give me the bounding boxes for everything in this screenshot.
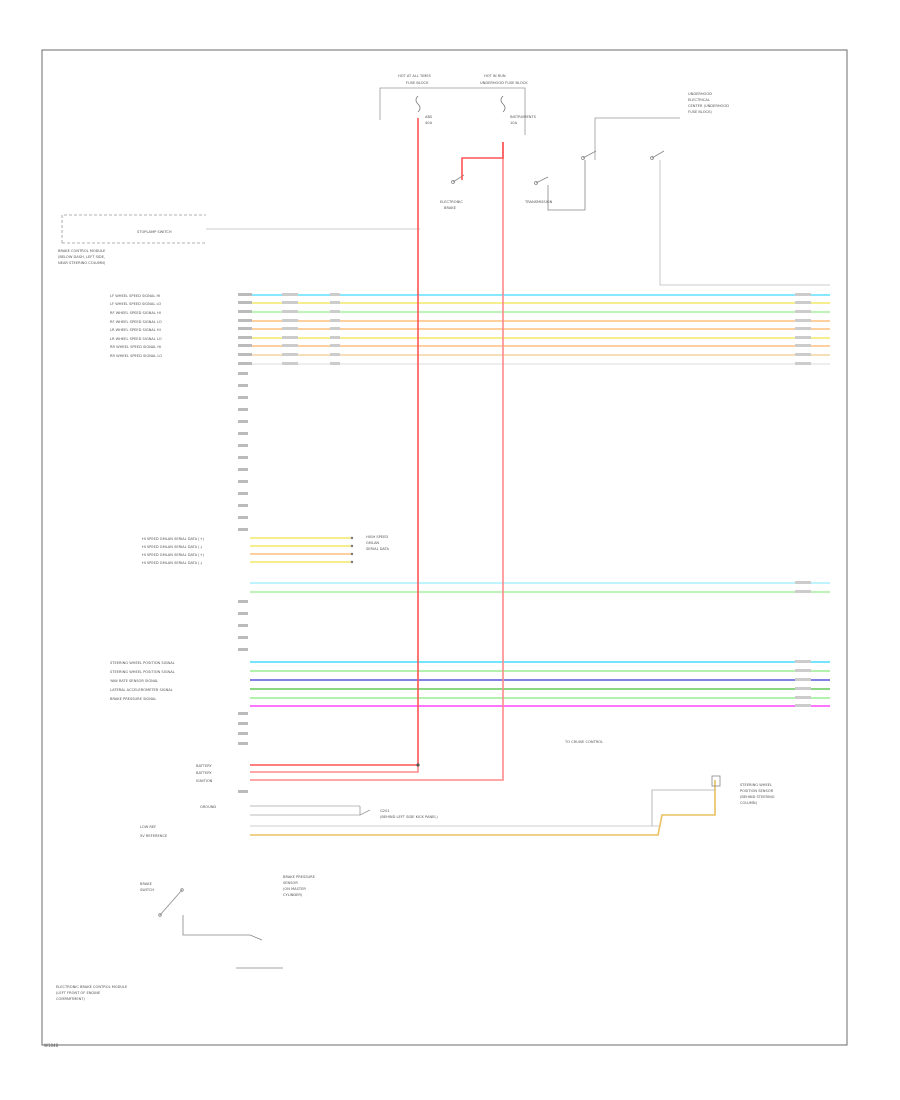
pin-number-column (238, 293, 252, 793)
fuse-section: HOT AT ALL TIMES FUSE BLOCK HOT IN RUN U… (379, 74, 729, 211)
pin-label: BATTERY (196, 771, 213, 775)
stoplamp-switch: STOPLAMP SWITCH (61, 214, 420, 244)
pin-label: LATERAL ACCELEROMETER SIGNAL (110, 688, 173, 692)
pin-label: LF WHEEL SPEED SIGNAL HI (110, 294, 160, 298)
pin-label: IGNITION (196, 779, 213, 783)
pressure-label-1: BRAKE PRESSURE (283, 875, 316, 879)
pin-labels-gmlan: HI SPEED GMLAN SERIAL DATA (+) HI SPEED … (142, 537, 205, 565)
pin-label: RR WHEEL SPEED SIGNAL LO (110, 354, 162, 358)
trans-label: TRANSMISSION (524, 200, 553, 204)
sensor-wires (250, 660, 830, 707)
switch-label-2: SWITCH (140, 888, 154, 892)
module-label-2: (BELOW DASH, LEFT SIDE, (58, 255, 105, 259)
module-label-3: NEAR STEERING COLUMN) (58, 261, 106, 265)
power-wires (250, 118, 504, 781)
page-code: W1048 (44, 1043, 59, 1048)
pressure-label-4: CYLINDER) (283, 893, 303, 897)
pressure-label-2: SENSOR (283, 881, 298, 885)
brake-switch (158, 888, 283, 969)
bottom-label-2: (LEFT FRONT OF ENGINE (56, 991, 101, 995)
sensor-label-1: STEERING WHEEL (740, 783, 772, 787)
pin-label: RF WHEEL SPEED SIGNAL LO (110, 320, 162, 324)
fuse-right-header: HOT IN RUN (484, 74, 506, 78)
sensor-label-4: COLUMN) (740, 801, 758, 805)
relay-label-2: BRAKE (444, 206, 457, 210)
diagram-frame (41, 49, 848, 1046)
gray-wire-right (659, 160, 830, 286)
gmlan-label-1: HIGH SPEED (366, 535, 388, 539)
wheel-speed-wires (250, 294, 830, 365)
fuse-right-box: UNDERHOOD FUSE BLOCK (480, 81, 528, 85)
bottom-label-3: COMPARTMENT) (56, 997, 86, 1001)
fuse-left-icon (415, 95, 421, 113)
pin-labels-upper: LF WHEEL SPEED SIGNAL HI LF WHEEL SPEED … (110, 294, 162, 358)
pin-label: HI SPEED GMLAN SERIAL DATA (-) (142, 545, 203, 549)
fuse-left-box: FUSE BLOCK (406, 81, 429, 85)
pin-label: LF WHEEL SPEED SIGNAL LO (110, 302, 161, 306)
ground-label-1: G201 (380, 809, 390, 813)
pin-label: STEERING WHEEL POSITION SIGNAL (110, 661, 175, 665)
underhood-label-1: UNDERHOOD (688, 92, 712, 96)
pin-label: GROUND (200, 805, 216, 809)
underhood-label-3: CENTER (UNDERHOOD (688, 104, 729, 108)
module-label-1: BRAKE CONTROL MODULE (58, 249, 106, 253)
switch-label-1: BRAKE (140, 882, 153, 886)
pin-label: YAW RATE SENSOR SIGNAL (110, 679, 158, 683)
pin-label: 5V REFERENCE (140, 834, 168, 838)
pin-label: LOW REF (140, 825, 156, 829)
underhood-label-4: FUSE BLOCK) (688, 110, 712, 114)
gmlan-label-3: SERIAL DATA (366, 547, 390, 551)
pin-label: RR WHEEL SPEED SIGNAL HI (110, 345, 161, 349)
fuse-left-name: ABS (425, 115, 433, 119)
fuse-left-header: HOT AT ALL TIMES (398, 74, 432, 78)
fuse-right-name: INSTRUMENTS (510, 115, 537, 119)
sensor-label-3: (BEHIND STEERING (740, 795, 775, 799)
pin-label: LR WHEEL SPEED SIGNAL LO (110, 337, 162, 341)
pin-labels-sensor: STEERING WHEEL POSITION SIGNAL STEERING … (110, 661, 175, 701)
relay-switch-symbols (451, 150, 665, 211)
bottom-label-1: ELECTRONIC BRAKE CONTROL MODULE (56, 985, 128, 989)
pin-label: HI SPEED GMLAN SERIAL DATA (+) (142, 553, 205, 557)
pin-labels-power: BATTERY BATTERY IGNITION (196, 764, 213, 783)
fuse-right-icon (500, 95, 506, 113)
fuse-right-rating: 10A (510, 121, 518, 125)
relay-label: ELECTRONIC (440, 200, 463, 204)
gmlan-label-2: GMLAN (366, 541, 379, 545)
underhood-label-2: ELECTRICAL (688, 98, 710, 102)
ground-wires (250, 775, 721, 836)
circuit-id-blocks-upper (282, 293, 811, 365)
fuse-left-rating: 40A (425, 121, 433, 125)
cruise-label: TO CRUISE CONTROL (564, 740, 603, 744)
pin-label: RF WHEEL SPEED SIGNAL HI (110, 311, 161, 315)
pin-label: LR WHEEL SPEED SIGNAL HI (110, 328, 161, 332)
mid-wires (250, 581, 830, 593)
pin-label: HI SPEED GMLAN SERIAL DATA (-) (142, 561, 203, 565)
gmlan-stub-wires (250, 536, 354, 564)
pressure-label-3: (ON MASTER (283, 887, 306, 891)
ground-label-2: (BEHIND LEFT SIDE KICK PANEL) (380, 815, 438, 819)
sensor-label-2: POSITION SENSOR (740, 789, 774, 793)
pin-label: BATTERY (196, 764, 213, 768)
pin-label: HI SPEED GMLAN SERIAL DATA (+) (142, 537, 205, 541)
pin-labels-ground: GROUND LOW REF 5V REFERENCE (140, 805, 216, 838)
pin-label: STEERING WHEEL POSITION SIGNAL (110, 670, 175, 674)
stoplamp-switch-label: STOPLAMP SWITCH (137, 230, 172, 234)
pin-label: BRAKE PRESSURE SIGNAL (110, 697, 156, 701)
